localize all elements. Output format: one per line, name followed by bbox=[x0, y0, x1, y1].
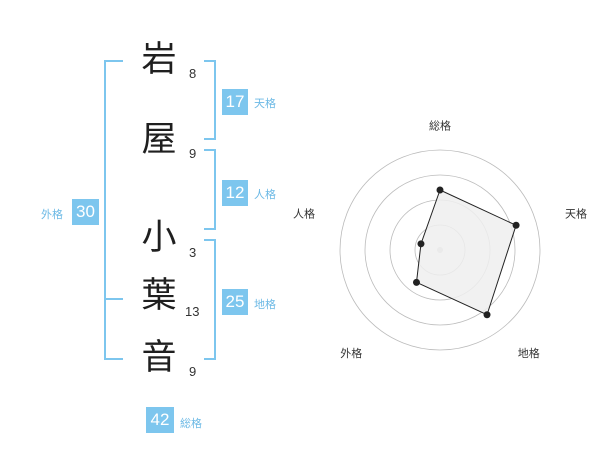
jinkaku-label: 人格 bbox=[254, 188, 276, 201]
tenkaku-label: 天格 bbox=[254, 97, 276, 110]
chikaku-bracket bbox=[204, 239, 216, 360]
radar-axis-label: 地格 bbox=[518, 346, 540, 360]
stroke-count-1: 8 bbox=[189, 66, 197, 81]
radar-point-2 bbox=[483, 311, 491, 319]
stroke-count-2: 9 bbox=[189, 146, 197, 161]
name-char-3: 小 bbox=[141, 218, 177, 258]
name-char-2: 屋 bbox=[141, 120, 177, 160]
radar-grid-ring bbox=[364, 174, 516, 326]
tenkaku-bracket bbox=[204, 60, 216, 140]
jinkaku-badge: 12 bbox=[222, 180, 248, 206]
radar-point-1 bbox=[512, 221, 520, 229]
radar-axis-label: 人格 bbox=[293, 206, 315, 220]
jinkaku-bracket bbox=[204, 149, 216, 230]
gaikaku-badge: 30 bbox=[72, 199, 99, 225]
stroke-count-5: 9 bbox=[189, 364, 197, 379]
gaikaku-bracket-tick bbox=[104, 298, 123, 300]
radar-point-4 bbox=[417, 240, 425, 248]
radar-point-0 bbox=[436, 186, 444, 194]
radar-axis-label: 総格 bbox=[429, 119, 451, 133]
gaikaku-bracket bbox=[104, 60, 123, 360]
gaikaku-label: 外格 bbox=[41, 208, 63, 221]
radar-point-3 bbox=[412, 278, 420, 286]
radar-value-polygon bbox=[415, 189, 517, 316]
name-char-5: 音 bbox=[141, 338, 177, 378]
stroke-count-4: 13 bbox=[185, 304, 200, 319]
tenkaku-badge: 17 bbox=[222, 89, 248, 115]
stroke-count-3: 3 bbox=[189, 245, 197, 260]
chikaku-badge: 25 bbox=[222, 289, 248, 315]
soukaku-badge: 42 bbox=[146, 407, 174, 433]
radar-grid-ring bbox=[339, 149, 541, 351]
radar-axis-label: 外格 bbox=[340, 346, 362, 360]
chikaku-label: 地格 bbox=[254, 298, 276, 311]
name-char-1: 岩 bbox=[141, 40, 177, 80]
radar-axis-label: 天格 bbox=[565, 206, 587, 220]
name-char-4: 葉 bbox=[141, 276, 177, 316]
soukaku-label: 総格 bbox=[180, 417, 202, 430]
